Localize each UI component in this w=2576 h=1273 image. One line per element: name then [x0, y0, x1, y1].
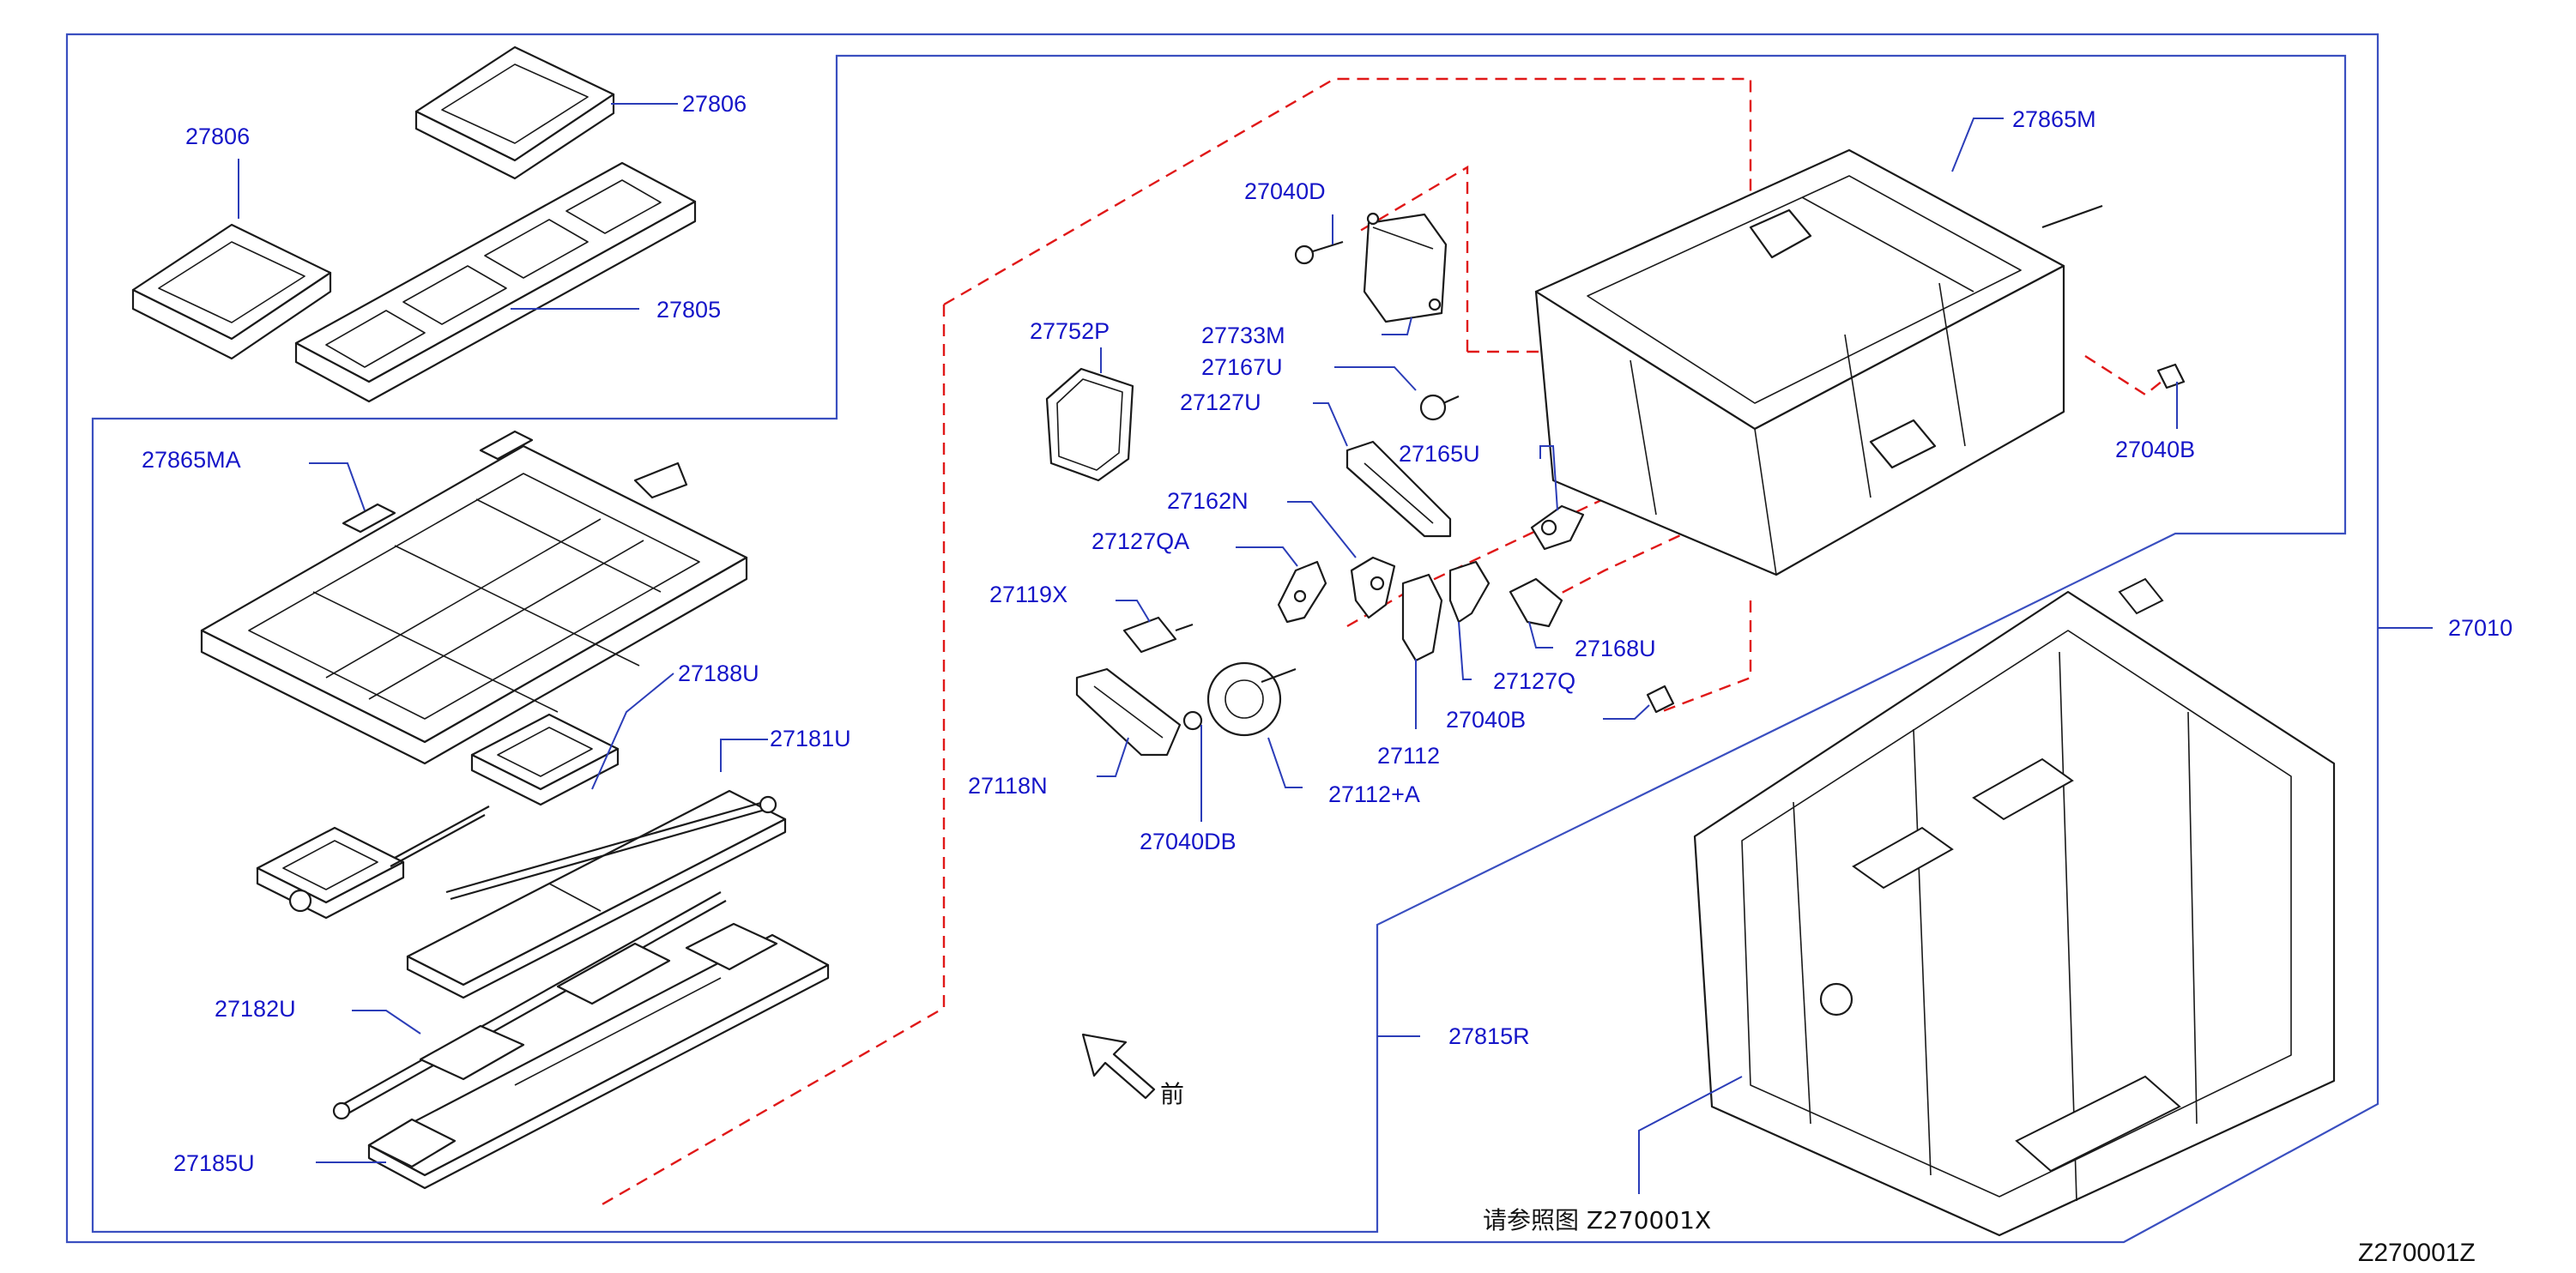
lever-27112[interactable] — [1401, 573, 1443, 662]
lever-27127Q[interactable] — [1448, 560, 1491, 624]
callout-27188U[interactable]: 27188U — [678, 661, 759, 686]
callout-labels: 27806 27806 27805 27865MA 27188U 27181U … — [142, 91, 2513, 1176]
filter-27806-left[interactable] — [131, 223, 332, 360]
callout-27119X[interactable]: 27119X — [989, 582, 1067, 607]
callout-27167U[interactable]: 27167U — [1201, 354, 1283, 380]
callout-27865M[interactable]: 27865M — [2012, 106, 2096, 132]
clip-27040B-lower[interactable] — [1646, 685, 1675, 714]
callout-27865MA[interactable]: 27865MA — [142, 447, 241, 473]
callout-27040B-upper[interactable]: 27040B — [2115, 437, 2195, 462]
callout-27165U[interactable]: 27165U — [1399, 441, 1480, 467]
lower-case-27865MA[interactable] — [200, 430, 748, 765]
hvac-unit-assembly[interactable] — [1693, 577, 2336, 1237]
callout-27118N[interactable]: 27118N — [968, 773, 1048, 799]
clip-27040DB[interactable] — [1182, 710, 1203, 731]
callout-27752P[interactable]: 27752P — [1030, 318, 1110, 344]
callout-27182U[interactable]: 27182U — [215, 996, 296, 1022]
reference-note: 请参照图 Z270001X — [1483, 1206, 1711, 1234]
lever-27127QA[interactable] — [1277, 560, 1327, 624]
clip-27040B-upper[interactable] — [2156, 363, 2186, 389]
link-27168U[interactable] — [1509, 577, 1563, 628]
lever-27162N[interactable] — [1350, 556, 1396, 619]
filter-frame-27805[interactable] — [294, 161, 697, 403]
callout-27127QA[interactable]: 27127QA — [1091, 528, 1189, 554]
lever-27118N[interactable] — [1075, 667, 1182, 757]
front-marker-label: 前 — [1160, 1080, 1184, 1108]
callout-27733M[interactable]: 27733M — [1201, 323, 1285, 348]
callout-27181U[interactable]: 27181U — [770, 726, 851, 751]
callout-27010[interactable]: 27010 — [2448, 615, 2513, 641]
callout-27168U[interactable]: 27168U — [1575, 636, 1656, 661]
door-27185U[interactable] — [367, 922, 830, 1190]
link-27165U[interactable] — [1530, 504, 1585, 551]
outer-assembly-frame — [65, 33, 2379, 1244]
callout-27815R[interactable]: 27815R — [1448, 1023, 1530, 1049]
door-27181U[interactable] — [406, 789, 787, 999]
callout-27127U[interactable]: 27127U — [1180, 389, 1261, 415]
callout-27805[interactable]: 27805 — [656, 297, 721, 323]
callout-27112[interactable]: 27112 — [1377, 743, 1440, 769]
callout-27040D[interactable]: 27040D — [1244, 178, 1326, 204]
callout-27040B-lower[interactable]: 27040B — [1446, 707, 1526, 733]
callout-27806-right[interactable]: 27806 — [682, 91, 747, 117]
callout-27127Q[interactable]: 27127Q — [1493, 668, 1575, 694]
clip-27167U[interactable] — [1419, 394, 1460, 421]
actuator-27733M[interactable] — [1363, 212, 1448, 323]
callout-27806-left[interactable]: 27806 — [185, 124, 250, 149]
callout-27040DB[interactable]: 27040DB — [1140, 829, 1237, 854]
callout-27185U[interactable]: 27185U — [173, 1150, 255, 1176]
callout-27112A[interactable]: 27112+A — [1328, 781, 1420, 807]
front-arrow-icon — [1081, 1033, 1156, 1100]
upper-left-sub-frame — [91, 54, 2347, 1234]
upper-case-27865M[interactable] — [1534, 148, 2103, 576]
figure-code: Z270001Z — [2358, 1239, 2476, 1267]
screw-27040D[interactable] — [1294, 240, 1344, 265]
filter-27806-right[interactable] — [414, 45, 615, 180]
actuator-27752P[interactable] — [1045, 367, 1134, 482]
callout-27162N[interactable]: 27162N — [1167, 488, 1249, 514]
lever-27127U[interactable] — [1345, 440, 1452, 538]
leader-lines — [238, 103, 2433, 1194]
door-27188U[interactable] — [256, 713, 620, 920]
shaft-27182U[interactable] — [332, 891, 727, 1120]
cam-27112A[interactable] — [1206, 661, 1297, 737]
link-27119X[interactable] — [1122, 616, 1194, 654]
